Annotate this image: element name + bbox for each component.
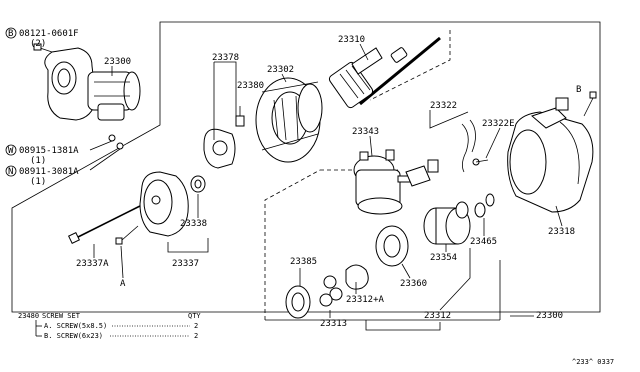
rear-cover [139,171,189,237]
bolt-b-ring [5,27,17,39]
ring-washer [285,285,311,319]
label-starter-assy-top: 23300 [104,57,131,67]
armature [328,36,441,109]
leader-brush-holder-2 [214,61,237,120]
solenoid [353,149,411,215]
leader-internal-gear [401,263,411,279]
screw-row-a: A. SCREW(5x8.5) [44,322,107,330]
washer-w-ring [5,144,17,156]
label-rear-cover: 23337 [172,259,199,269]
label-gear: 23312+A [346,295,385,305]
yoke [255,77,323,163]
label-clutch: 23354 [430,253,457,263]
screw-row-b: B. SCREW(6x23) [44,332,103,340]
through-bolt [67,205,141,245]
planet-gears [319,275,343,307]
screw-set-number: 23480 [18,312,39,320]
diagram-code: ^233^ 0337 [572,358,614,366]
nut-n-number: 08911-3081A [19,167,79,177]
leader-gear-group [365,320,441,331]
inner-dashed-frame [264,169,321,320]
label-ref-a: A [120,279,126,289]
label-solenoid: 23343 [352,127,379,137]
nut-n-circle: N [8,167,13,177]
label-yoke: 23302 [267,65,294,75]
bolt-b-qty: (2) [30,39,46,49]
screw-set-legend: 23480 SCREW SET QTY A. SCREW(5x8.5) 2 B.… [18,312,201,340]
screw-set-qty-header: QTY [188,312,201,320]
clutch [423,201,471,245]
leader-armature [359,43,369,61]
leader-lever-pin [485,127,501,159]
washer-w-circle: W [8,146,14,156]
label-starter-assy-bottom: 23300 [536,311,563,321]
leader-washer [89,140,113,151]
label-brush: 23380 [237,81,264,91]
bolt-b-number: 08121-0601F [19,29,79,39]
leader-nut [89,148,121,171]
label-through-bolt: 23337A [76,259,109,269]
label-stop-ring: 23465 [470,237,497,247]
screw-row-b-qty: 2 [194,332,198,340]
shift-lever [405,119,489,187]
label-ring: 23385 [290,257,317,267]
label-armature: 23310 [338,35,365,45]
screw-row-a-qty: 2 [194,322,198,330]
label-brush-holder: 23378 [212,53,239,63]
stop-ring [474,193,495,218]
internal-gear [375,225,409,267]
washer-w-qty: (1) [30,156,46,166]
label-shaft-assy: 23312 [424,311,451,321]
housing-bolt [583,91,597,117]
gear-carrier [345,264,369,290]
leader-ref-a [120,245,124,279]
nut-n-ring [5,165,17,177]
label-lever-pin: 23322E [482,119,515,129]
bushing [190,175,206,193]
brush-holder [203,106,245,169]
screw-set-title: SCREW SET [42,312,81,320]
leader-shift [429,110,469,129]
label-planet-gears: 23313 [320,319,347,329]
washer-w-number: 08915-1381A [19,146,79,156]
label-ref-b: B [576,85,581,95]
label-internal-gear: 23360 [400,279,427,289]
bolt-b-circle: B [8,29,13,39]
leader-rear-cover [167,238,209,253]
leader-housing [555,205,563,227]
screw-a [115,225,139,245]
nut-n-qty: (1) [30,177,46,187]
front-housing [507,97,594,213]
label-shift: 23322 [430,101,457,111]
leader-shaft-assy [439,248,471,311]
leader-solenoid [369,135,373,157]
armature-dashed-frame [369,30,451,101]
main-frame [11,21,601,313]
mounting-bolt [33,43,53,53]
label-bracket: 23338 [180,219,207,229]
leader-yoke [281,73,287,83]
label-housing: 23318 [548,227,575,237]
starter-assembly [44,47,141,150]
